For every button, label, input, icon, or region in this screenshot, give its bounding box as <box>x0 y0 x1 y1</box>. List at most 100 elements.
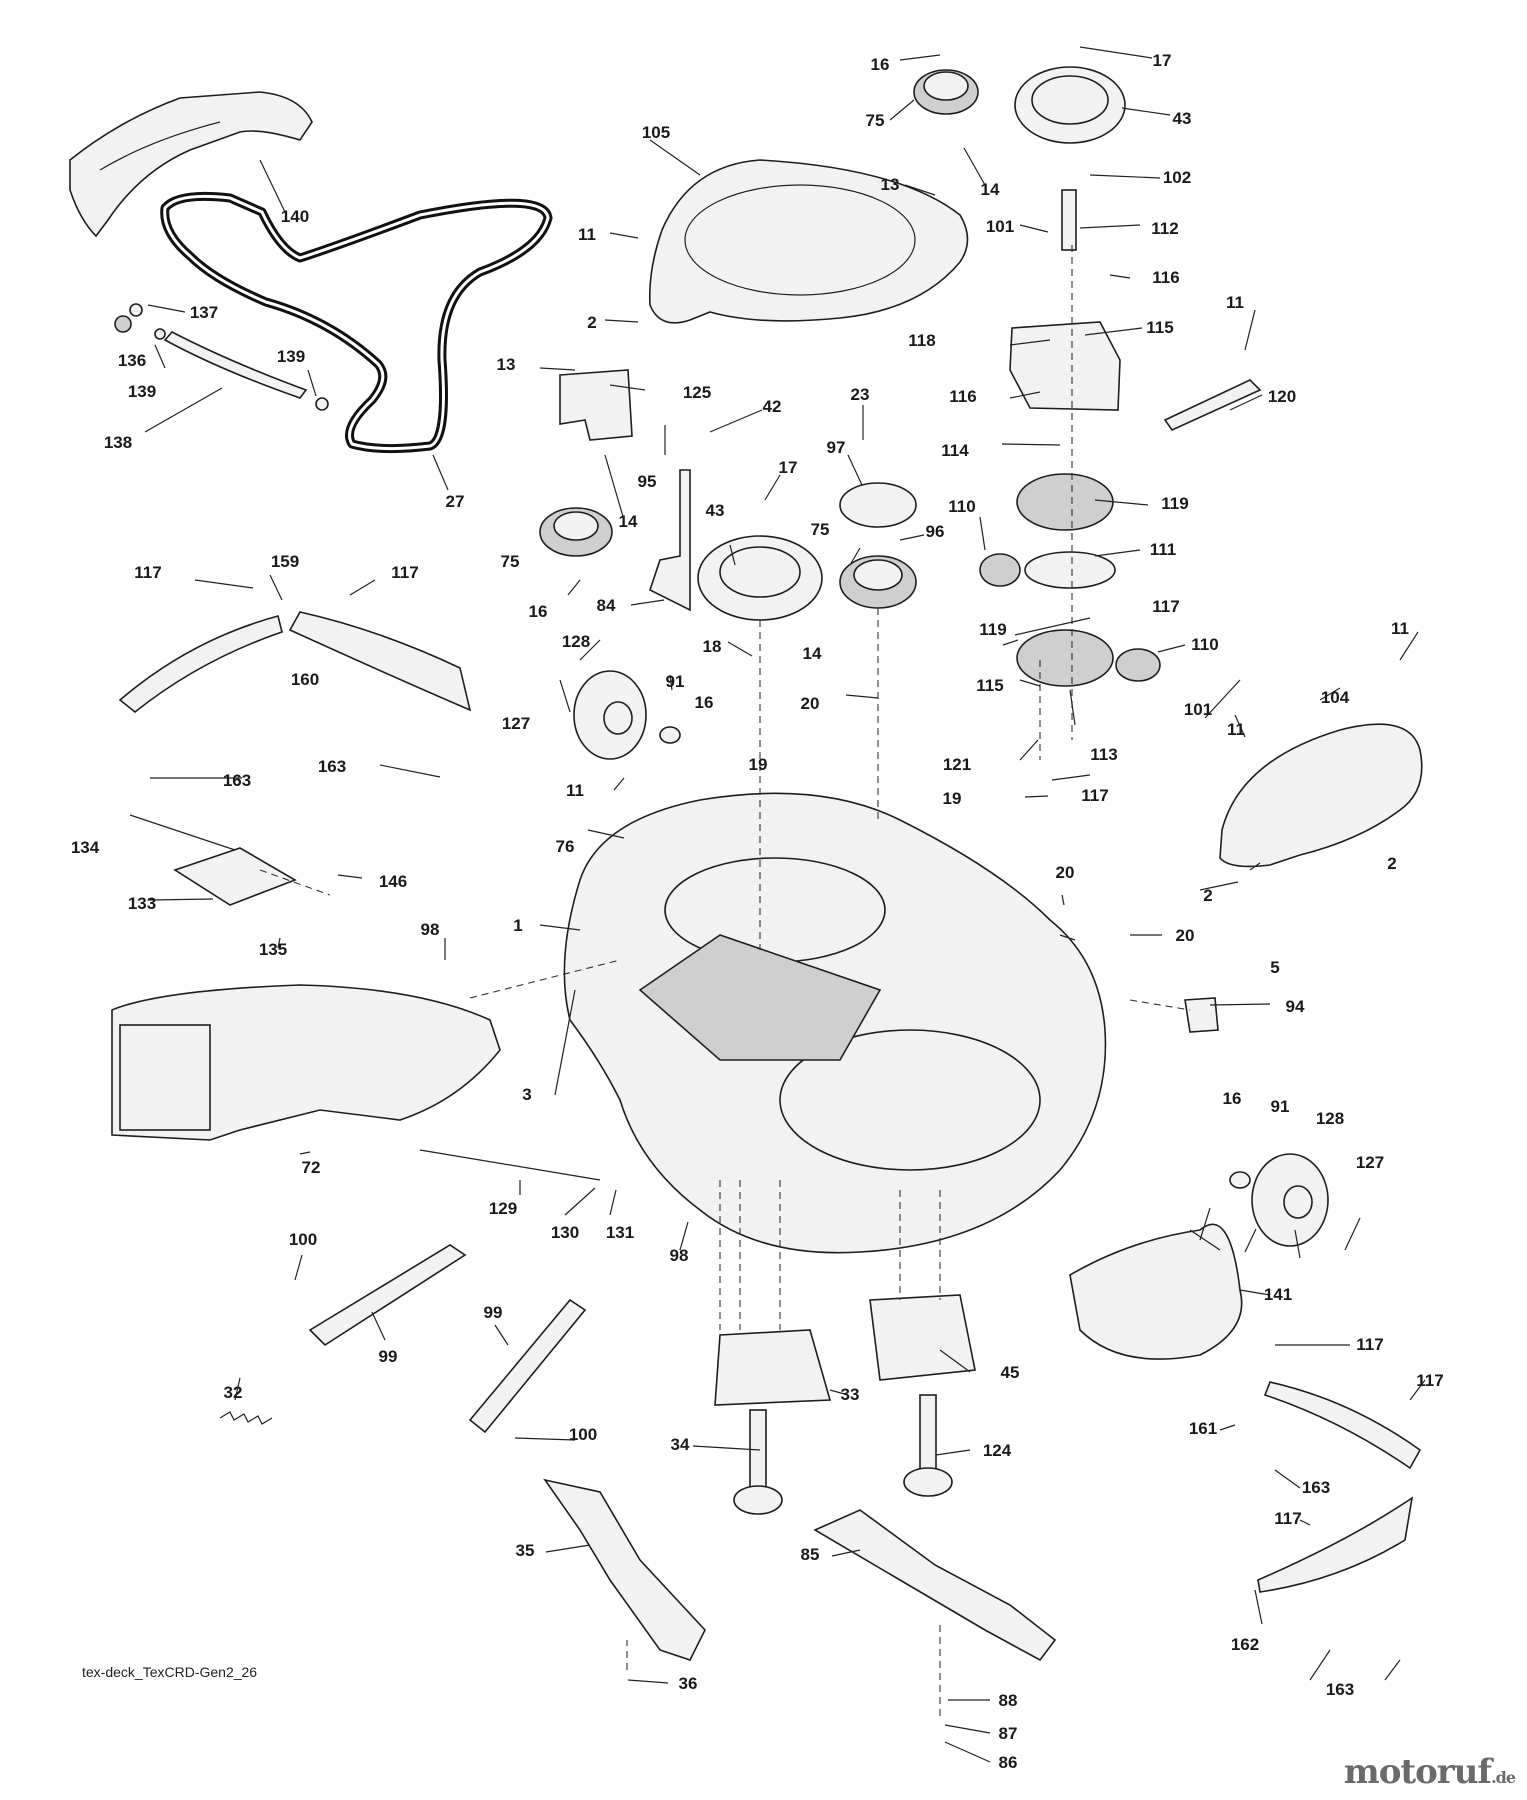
part-label: 27 <box>446 492 465 511</box>
part-label: 139 <box>277 347 305 366</box>
part-label: 19 <box>749 755 768 774</box>
part-label: 141 <box>1264 1285 1292 1304</box>
bracket-133 <box>173 847 297 906</box>
part-label: 100 <box>569 1425 597 1444</box>
part-label: 14 <box>803 644 822 663</box>
part-label: 117 <box>1274 1509 1301 1528</box>
assembly-lines <box>259 245 1191 1720</box>
part-label: 163 <box>1302 1478 1330 1497</box>
clip-137 <box>129 303 143 317</box>
part-label: 85 <box>801 1545 820 1564</box>
part-label: 117 <box>1416 1371 1443 1390</box>
part-label: 14 <box>619 512 638 531</box>
part-label: 120 <box>1268 387 1296 406</box>
part-label: 17 <box>779 458 798 477</box>
part-label: 33 <box>841 1385 860 1404</box>
part-label: 111 <box>1150 540 1177 559</box>
part-label: 2 <box>1387 854 1396 873</box>
part-label: 99 <box>379 1347 398 1366</box>
part-label: 115 <box>976 676 1003 695</box>
part-label: 75 <box>501 552 520 571</box>
part-label: 88 <box>999 1691 1018 1710</box>
part-label: 35 <box>516 1541 535 1560</box>
part-label: 11 <box>1227 720 1245 739</box>
spring-32 <box>219 1411 273 1425</box>
part-label: 117 <box>391 563 418 582</box>
bracket-125 <box>559 369 633 441</box>
part-label: 20 <box>801 694 820 713</box>
arm-99-right <box>468 1298 587 1434</box>
spindle-124 <box>919 1394 937 1476</box>
part-label: 34 <box>671 1435 690 1454</box>
part-label: 13 <box>881 175 900 194</box>
part-label: 125 <box>683 383 711 402</box>
part-label: 91 <box>1271 1097 1290 1116</box>
part-label: 128 <box>1316 1109 1344 1128</box>
part-label: 16 <box>871 55 890 74</box>
part-label: 98 <box>670 1246 689 1265</box>
part-label: 98 <box>421 920 440 939</box>
part-label: 16 <box>695 693 714 712</box>
watermark-logo[interactable]: motoruf.de <box>1344 1752 1516 1792</box>
part-label: 43 <box>706 501 725 520</box>
baffle-159 <box>118 615 283 714</box>
belt-cover-105 <box>648 159 969 324</box>
part-label: 1 <box>513 916 522 935</box>
part-label: 86 <box>999 1753 1018 1772</box>
gear-119-bottom <box>1016 629 1114 687</box>
baffle-162 <box>1257 1496 1414 1593</box>
part-label: 20 <box>1056 863 1075 882</box>
pulley-97 <box>839 482 917 528</box>
part-labels: 16 17 75 43 105 14 13 102 140 11 101 112… <box>71 51 1444 1772</box>
part-label: 94 <box>1286 997 1305 1016</box>
part-label: 138 <box>104 433 132 452</box>
part-label: 163 <box>1326 1680 1354 1699</box>
part-label: 140 <box>281 207 309 226</box>
part-label: 91 <box>666 672 685 691</box>
drive-belt-27 <box>160 191 553 454</box>
part-label: 117 <box>134 563 161 582</box>
part-label: 117 <box>1081 786 1108 805</box>
part-label: 114 <box>941 441 969 460</box>
part-label: 101 <box>1184 700 1212 719</box>
part-label: 116 <box>949 387 976 406</box>
part-label: 130 <box>551 1223 579 1242</box>
part-label: 16 <box>529 602 548 621</box>
part-label: 5 <box>1270 958 1279 977</box>
washer-91-right <box>1229 1171 1251 1189</box>
rod-120 <box>1163 379 1262 432</box>
part-label: 115 <box>1146 318 1173 337</box>
gasket-111 <box>1024 551 1116 589</box>
part-label: 136 <box>118 351 146 370</box>
part-label: 119 <box>979 620 1006 639</box>
part-label: 162 <box>1231 1635 1259 1654</box>
part-label: 17 <box>1153 51 1172 70</box>
part-label: 110 <box>1191 635 1218 654</box>
part-label: 134 <box>71 838 100 857</box>
part-label: 13 <box>497 355 516 374</box>
part-label: 2 <box>1203 886 1212 905</box>
belt-guard-140 <box>69 91 313 238</box>
spindle-housing-45 <box>869 1294 976 1381</box>
part-label: 87 <box>999 1724 1018 1743</box>
part-label: 137 <box>190 303 218 322</box>
part-label: 131 <box>606 1223 634 1242</box>
shaft-112 <box>1061 189 1077 251</box>
part-label: 127 <box>1356 1153 1384 1172</box>
part-label: 146 <box>379 872 407 891</box>
part-label: 23 <box>851 385 870 404</box>
baffle-160 <box>288 611 472 712</box>
part-label: 19 <box>943 789 962 808</box>
part-label: 95 <box>638 472 657 491</box>
gear-119-top <box>1016 473 1114 531</box>
rod-129 <box>419 1149 601 1181</box>
part-label: 124 <box>983 1441 1012 1460</box>
spindle-housing-33 <box>714 1329 832 1406</box>
part-label: 97 <box>827 438 846 457</box>
part-label: 96 <box>926 522 945 541</box>
part-label: 163 <box>318 757 346 776</box>
clamp-139-right <box>315 397 329 411</box>
part-label: 112 <box>1151 219 1178 238</box>
part-label: 119 <box>1161 494 1188 513</box>
